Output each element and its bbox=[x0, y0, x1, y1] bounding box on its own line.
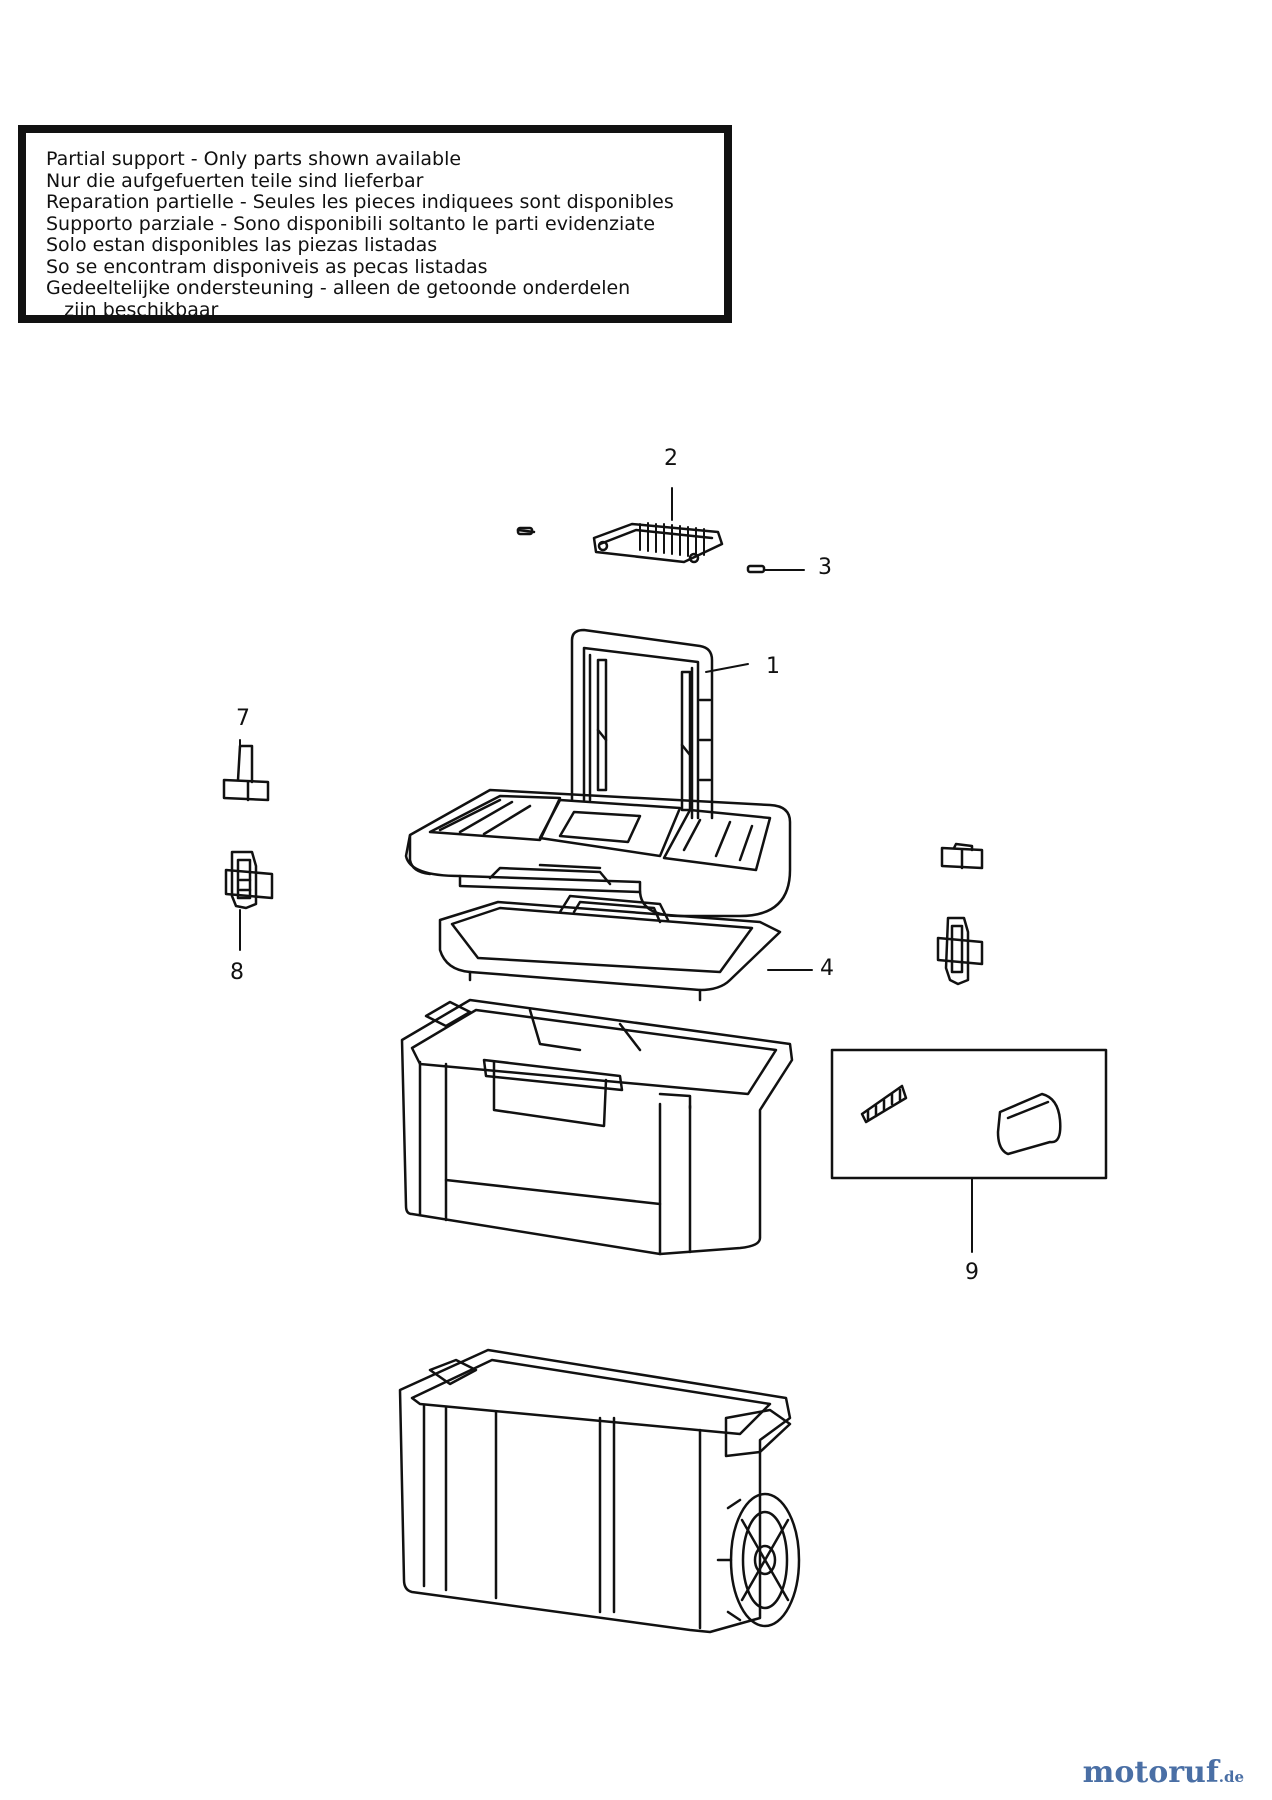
part-1-telescopic-handle bbox=[570, 628, 714, 820]
callout-1: 1 bbox=[766, 654, 780, 679]
notice-line: zijn beschikbaar bbox=[46, 298, 219, 321]
callout-8: 8 bbox=[230, 960, 244, 985]
latch-right bbox=[936, 916, 984, 986]
part-9-kit bbox=[830, 1048, 1108, 1180]
toolbox-lower-rolling-body bbox=[398, 1348, 792, 1634]
part-8-latch bbox=[224, 850, 274, 910]
notice-line: Supporto parziale - Sono disponibili sol… bbox=[46, 212, 656, 235]
callout-7: 7 bbox=[236, 706, 250, 731]
notice-line: Solo estan disponibles las piezas listad… bbox=[46, 234, 438, 256]
partial-support-notice: Partial support - Only parts shown avail… bbox=[18, 125, 732, 323]
part-2-handle-grip bbox=[592, 522, 724, 564]
wheel bbox=[716, 1492, 801, 1628]
part-7-latch-clip bbox=[222, 744, 270, 802]
callout-9: 9 bbox=[965, 1260, 979, 1285]
watermark-suffix: .de bbox=[1218, 1768, 1244, 1786]
toolbox-upper-body bbox=[400, 998, 794, 1256]
callout-3: 3 bbox=[818, 555, 832, 580]
callout-2: 2 bbox=[664, 446, 678, 471]
notice-line: Nur die aufgefuerten teile sind lieferba… bbox=[46, 169, 424, 192]
latch-clip-right bbox=[940, 842, 984, 870]
notice-line: Reparation partielle - Seules les pieces… bbox=[46, 191, 674, 213]
leader-lines bbox=[239, 487, 973, 1253]
notice-line: Gedeeltelijke ondersteuning - alleen de … bbox=[46, 277, 631, 299]
part-4-tray bbox=[438, 894, 782, 1002]
watermark-brand: motoruf bbox=[1082, 1755, 1219, 1790]
callout-4: 4 bbox=[820, 956, 834, 981]
watermark-logo: motoruf.de bbox=[1083, 1755, 1244, 1790]
notice-line: Partial support - Only parts shown avail… bbox=[46, 148, 462, 170]
lid-organizer bbox=[404, 788, 792, 918]
notice-line: So se encontram disponiveis as pecas lis… bbox=[46, 255, 488, 278]
